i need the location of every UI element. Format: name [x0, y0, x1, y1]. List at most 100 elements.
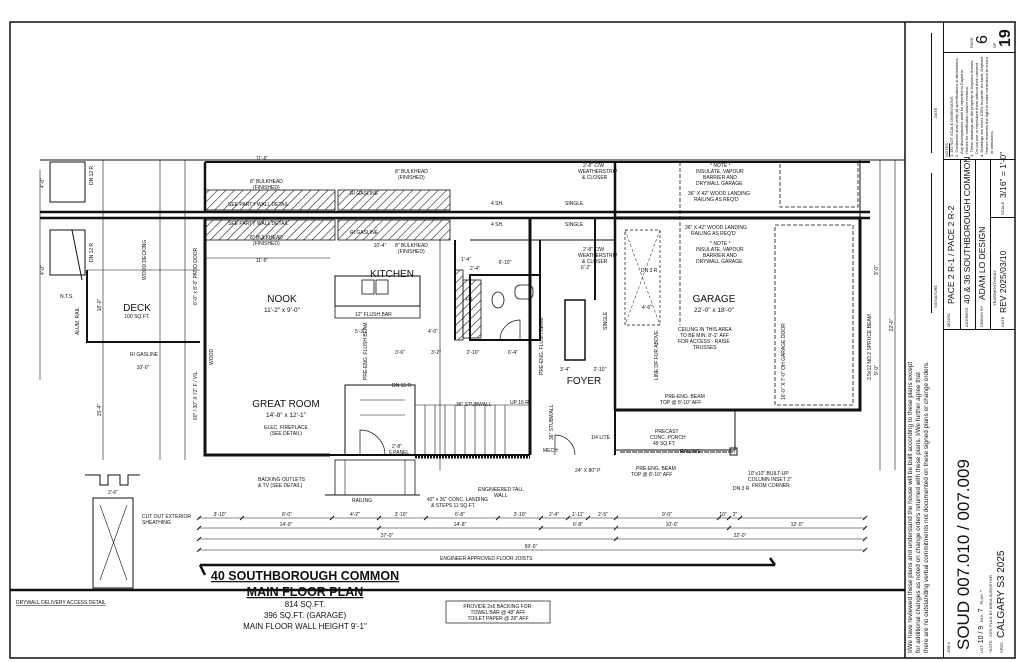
rev-date-format: YEAR/MONTH/DAY	[992, 270, 997, 306]
backing-note: TOILET PAPER @ 28" AFF	[467, 616, 528, 622]
svg-text:4'-6": 4'-6"	[642, 305, 652, 311]
svg-text:CONC. PORCH: CONC. PORCH	[650, 435, 686, 441]
site-plan-note: *NOTE : SITE PLAN BY AREA SURVEYOR	[988, 575, 993, 653]
svg-text:6'-10": 6'-10"	[499, 260, 512, 266]
svg-text:RI GASLINE: RI GASLINE	[350, 191, 379, 197]
svg-text:(FINISHED): (FINISHED)	[398, 175, 425, 181]
svg-text:6'-8": 6'-8"	[455, 512, 465, 518]
blk-value: 7	[978, 608, 985, 613]
svg-text:LINE OF FUR ABOVE: LINE OF FUR ABOVE	[654, 330, 660, 380]
svg-text:DRYWALL GARAGE: DRYWALL GARAGE	[696, 259, 743, 265]
page-number: 6	[974, 35, 991, 44]
svg-text:3'-10": 3'-10"	[395, 512, 408, 518]
room-labels: DECK 100 SQ.FT. NOOK 11'-2" x 9'-0" KITC…	[123, 269, 736, 437]
title-block: I/We have reviewed these plans and under…	[905, 22, 1015, 658]
address-label: ADDRESS	[964, 307, 969, 327]
svg-text:(FINISHED): (FINISHED)	[253, 241, 280, 247]
svg-text:RAILING: RAILING	[352, 498, 372, 504]
walls	[40, 159, 905, 496]
svg-text:CUT OUT EXTERIOR: CUT OUT EXTERIOR	[142, 514, 191, 520]
svg-text:2'-6": 2'-6"	[108, 490, 118, 496]
svg-text:TO BE MIN. 8'-1" AFF: TO BE MIN. 8'-1" AFF	[680, 333, 729, 339]
dimension-tick	[376, 515, 382, 521]
svg-text:2'-10": 2'-10"	[594, 367, 607, 373]
kitchen-island	[334, 275, 421, 307]
approval-statement: I/We have reviewed these plans and under…	[907, 361, 914, 653]
svg-text:(FINISHED): (FINISHED)	[253, 185, 280, 191]
svg-text:36" X 42" WOOD LANDING: 36" X 42" WOOD LANDING	[685, 225, 747, 231]
svg-text:8" BULKHEAD: 8" BULKHEAD	[395, 243, 428, 249]
svg-text:RAILING AS REQ'D: RAILING AS REQ'D	[694, 197, 739, 203]
svg-text:DN 3 R: DN 3 R	[733, 486, 750, 492]
room-size: 14'-8" x 12'-1"	[266, 412, 307, 419]
svg-text:11'-6": 11'-6"	[256, 258, 269, 264]
svg-text:FR: FR	[466, 297, 473, 303]
svg-text:2'-8" C/W: 2'-8" C/W	[583, 163, 604, 169]
dimension-tick	[585, 515, 591, 521]
svg-text:36" X 42" WOOD LANDING: 36" X 42" WOOD LANDING	[688, 191, 750, 197]
backing-note: TOWEL BAR @ 48" AFF	[471, 610, 526, 616]
svg-text:60" / 30" X 72" F / VIL: 60" / 30" X 72" F / VIL	[193, 371, 199, 420]
svg-text:PRE-ENG. FLUSH BEAM: PRE-ENG. FLUSH BEAM	[363, 322, 369, 380]
approval-statement: there are no outstanding verbal commitme…	[923, 361, 930, 653]
deck-outline	[86, 270, 200, 343]
svg-text:9'-0": 9'-0"	[874, 365, 880, 375]
backing-note: PROVIDE 2x6 BACKING FOR:	[463, 604, 532, 610]
svg-text:BARRIER AND: BARRIER AND	[703, 175, 737, 181]
dimension-tick	[862, 515, 868, 521]
dimension-tick	[329, 515, 335, 521]
svg-text:RAILING: RAILING	[680, 449, 700, 455]
date-label: DATE	[933, 107, 938, 118]
svg-text:WOOD DECKING: WOOD DECKING	[142, 240, 148, 280]
svg-text:2'-8": 2'-8"	[392, 444, 402, 450]
svg-text:10'-0": 10'-0"	[137, 365, 150, 371]
svg-text:22'-0": 22'-0"	[889, 318, 895, 331]
svg-text:8" BULKHEAD: 8" BULKHEAD	[395, 169, 428, 175]
dimension-tick	[538, 525, 544, 531]
svg-text:* NOTE *: * NOTE *	[710, 163, 731, 169]
svg-text:4'-2": 4'-2"	[350, 512, 360, 518]
plan-title-block: 40 SOUTHBOROUGH COMMON MAIN FLOOR PLAN 8…	[211, 569, 551, 631]
svg-text:TRUSSES: TRUSSES	[693, 345, 717, 351]
model-label: MODEL	[946, 312, 951, 327]
svg-text:PRE-ENG. FLUSH BEAM: PRE-ENG. FLUSH BEAM	[539, 317, 545, 375]
room-foyer: FOYER	[567, 376, 601, 387]
svg-text:SINGLE: SINGLE	[565, 201, 584, 207]
svg-text:18'-0": 18'-0"	[97, 298, 103, 311]
dimension-tick	[613, 525, 619, 531]
svg-text:2": 2"	[733, 512, 738, 518]
svg-text:10'-0": 10'-0"	[666, 522, 679, 528]
dimension-tick	[613, 536, 619, 542]
svg-text:WALL: WALL	[494, 493, 508, 499]
svg-text:* NOTE *: * NOTE *	[710, 241, 731, 247]
svg-text:PRE-ENG. BEAM: PRE-ENG. BEAM	[636, 466, 676, 472]
dimension-tick	[565, 515, 571, 521]
plan-title: 40 SOUTHBOROUGH COMMON	[211, 569, 399, 583]
column	[729, 447, 738, 456]
svg-text:DN 12 R: DN 12 R	[89, 242, 95, 262]
sink-icon	[514, 284, 534, 300]
scale-label: SCALE	[1000, 201, 1005, 215]
svg-text:ENGINEER APPROVED FLOOR JOISTS: ENGINEER APPROVED FLOOR JOISTS	[440, 556, 533, 562]
svg-text:8" BULKHEAD: 8" BULKHEAD	[250, 235, 283, 241]
dimension-tick	[196, 547, 202, 553]
svg-text:36" STUBWALL: 36" STUBWALL	[456, 402, 492, 408]
stair	[344, 384, 416, 456]
svg-text:3'-4": 3'-4"	[560, 367, 570, 373]
svg-text:1'-11": 1'-11"	[572, 512, 585, 518]
svg-text:SINGLE: SINGLE	[565, 222, 584, 228]
svg-text:PRECAST: PRECAST	[655, 429, 679, 435]
dimension-tick	[862, 547, 868, 553]
room-garage: GARAGE	[693, 294, 736, 305]
dimension-tick	[862, 525, 868, 531]
svg-text:MECH: MECH	[543, 448, 558, 454]
room-size: 22'-0" x 18'-0"	[694, 307, 735, 314]
svg-text:14'-0": 14'-0"	[280, 522, 293, 528]
svg-text:49 SQ.FT.: 49 SQ.FT.	[653, 441, 676, 447]
signature-label: SIGNATURE	[933, 284, 938, 308]
svg-text:15'-4": 15'-4"	[97, 403, 103, 416]
model-value: PACE 2 R-1 / PACE 2 R-2	[946, 205, 956, 304]
svg-text:6'-8": 6'-8"	[573, 522, 583, 528]
svg-text:PRE-ENG. BEAM: PRE-ENG. BEAM	[665, 394, 705, 400]
